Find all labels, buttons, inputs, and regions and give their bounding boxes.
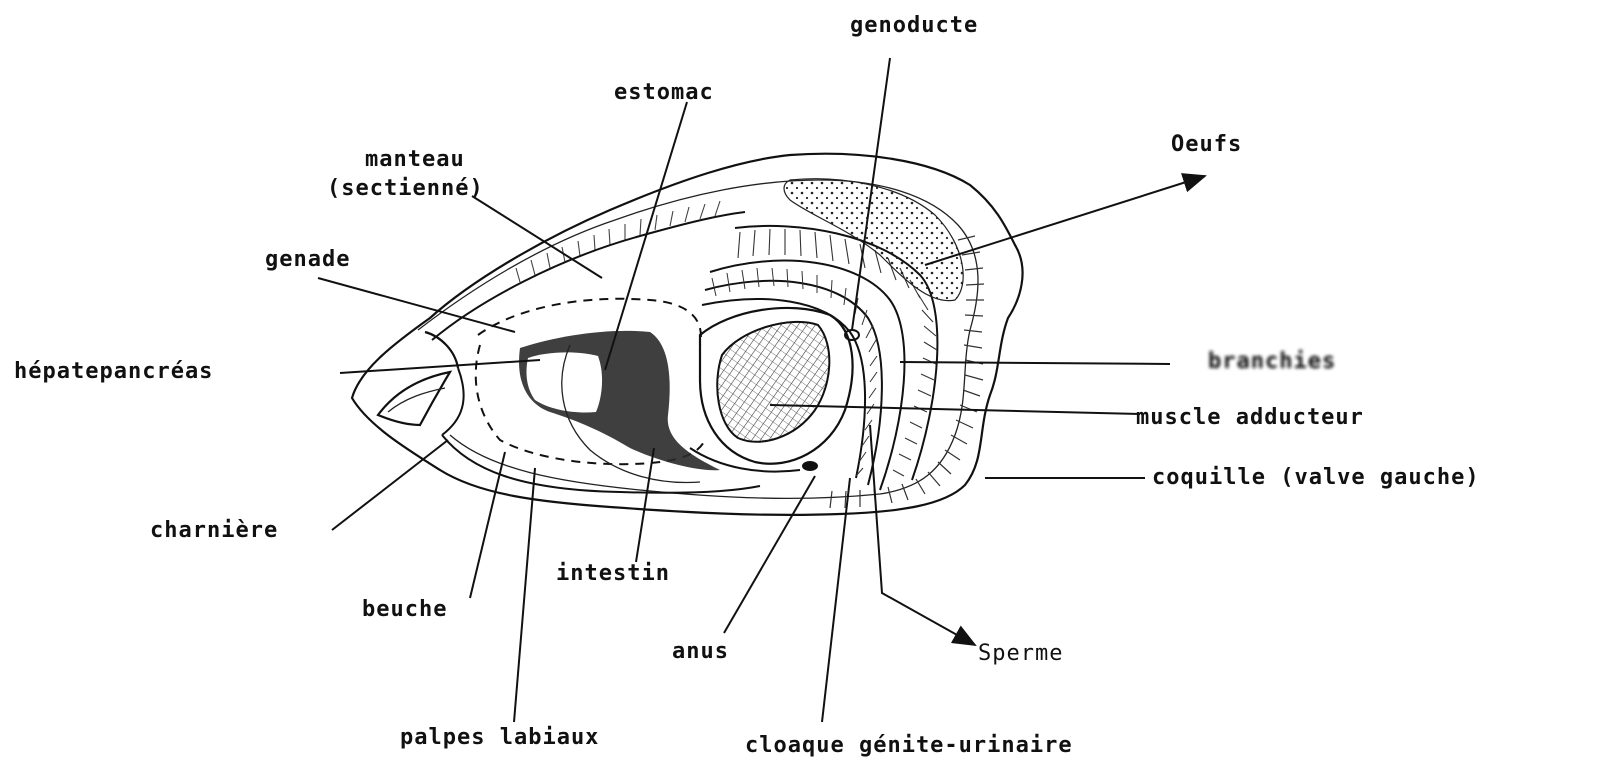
- hinge-umbo: [378, 332, 458, 425]
- leader-gonade: [318, 278, 515, 332]
- label-bouche: beuche: [362, 597, 447, 622]
- eggs-dotted-region: [784, 179, 963, 301]
- label-intestin: intestin: [556, 561, 670, 586]
- leader-anus: [724, 476, 815, 633]
- adductor-muscle-shape: [717, 322, 829, 442]
- label-charniere: charnière: [150, 518, 278, 543]
- label-sperme: Sperme: [978, 641, 1063, 666]
- label-estomac: estomac: [614, 80, 714, 105]
- label-manteau-line2: (sectienné): [327, 176, 484, 201]
- leader-palpes: [514, 468, 535, 722]
- label-manteau-line1: manteau: [365, 147, 465, 172]
- label-oeufs: Oeufs: [1171, 132, 1242, 157]
- label-anus: anus: [672, 639, 729, 664]
- leader-intestin: [636, 448, 654, 562]
- leader-charniere: [332, 440, 448, 530]
- label-gonade: genade: [265, 247, 350, 272]
- label-hepatopancreas: hépatepancréas: [14, 359, 213, 384]
- label-coquille: coquille (valve gauche): [1152, 465, 1480, 490]
- leader-estomac: [605, 102, 687, 370]
- label-gonoducte: genoducte: [850, 13, 978, 38]
- label-palpes: palpes labiaux: [400, 725, 599, 750]
- hepatopancreas-mass: [519, 331, 720, 483]
- leader-bouche: [470, 452, 505, 598]
- label-muscle: muscle adducteur: [1136, 405, 1364, 430]
- leader-manteau: [472, 196, 602, 278]
- label-cloaque: cloaque génite-urinaire: [745, 733, 1073, 758]
- leader-branchies: [900, 362, 1170, 364]
- label-branchies: branchies: [1208, 349, 1336, 374]
- leader-muscle: [770, 405, 1140, 414]
- leader-sperme: [870, 425, 975, 645]
- leader-oeufs: [925, 176, 1205, 265]
